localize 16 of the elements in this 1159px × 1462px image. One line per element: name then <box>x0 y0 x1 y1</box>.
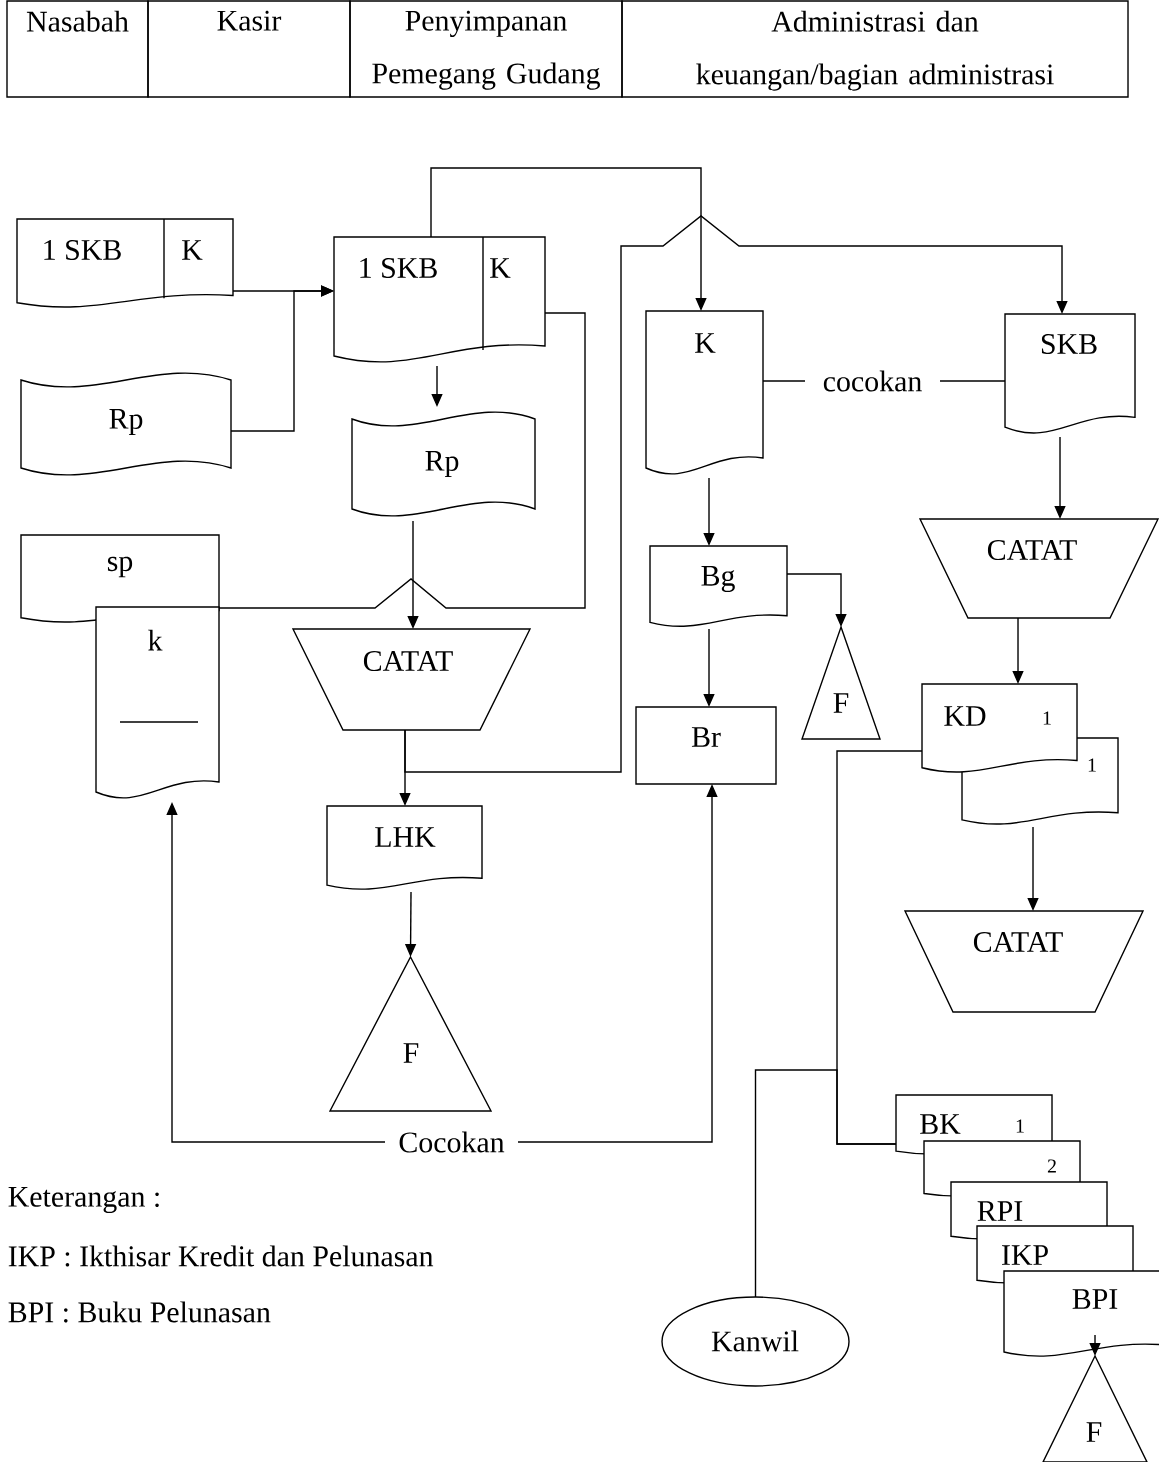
table-cell: Penyimpanan Pemegang Gudang <box>349 0 623 98</box>
table-cell: Administrasi dan keuangan/bagian administrasi <box>621 0 1129 98</box>
connector-line <box>754 1069 897 1298</box>
connector-line <box>939 380 1006 382</box>
node-label: BPI <box>1072 1289 1118 1309</box>
table-cell: Nasabah <box>6 0 149 98</box>
note-text: BPI : Buku Pelunasan <box>8 1301 271 1323</box>
connector-line <box>762 380 806 382</box>
connector-line <box>218 312 586 609</box>
connector-text: cocokan <box>823 370 922 392</box>
process-box: Br <box>635 706 777 785</box>
table-cell: Kasir <box>147 0 351 98</box>
note-text: Keterangan : <box>8 1187 159 1214</box>
connector-text: Cocokan <box>399 1131 505 1153</box>
arrow <box>404 215 1068 773</box>
note-text: IKP : Ikthisar Kredit dan Pelunasan <box>8 1245 434 1267</box>
